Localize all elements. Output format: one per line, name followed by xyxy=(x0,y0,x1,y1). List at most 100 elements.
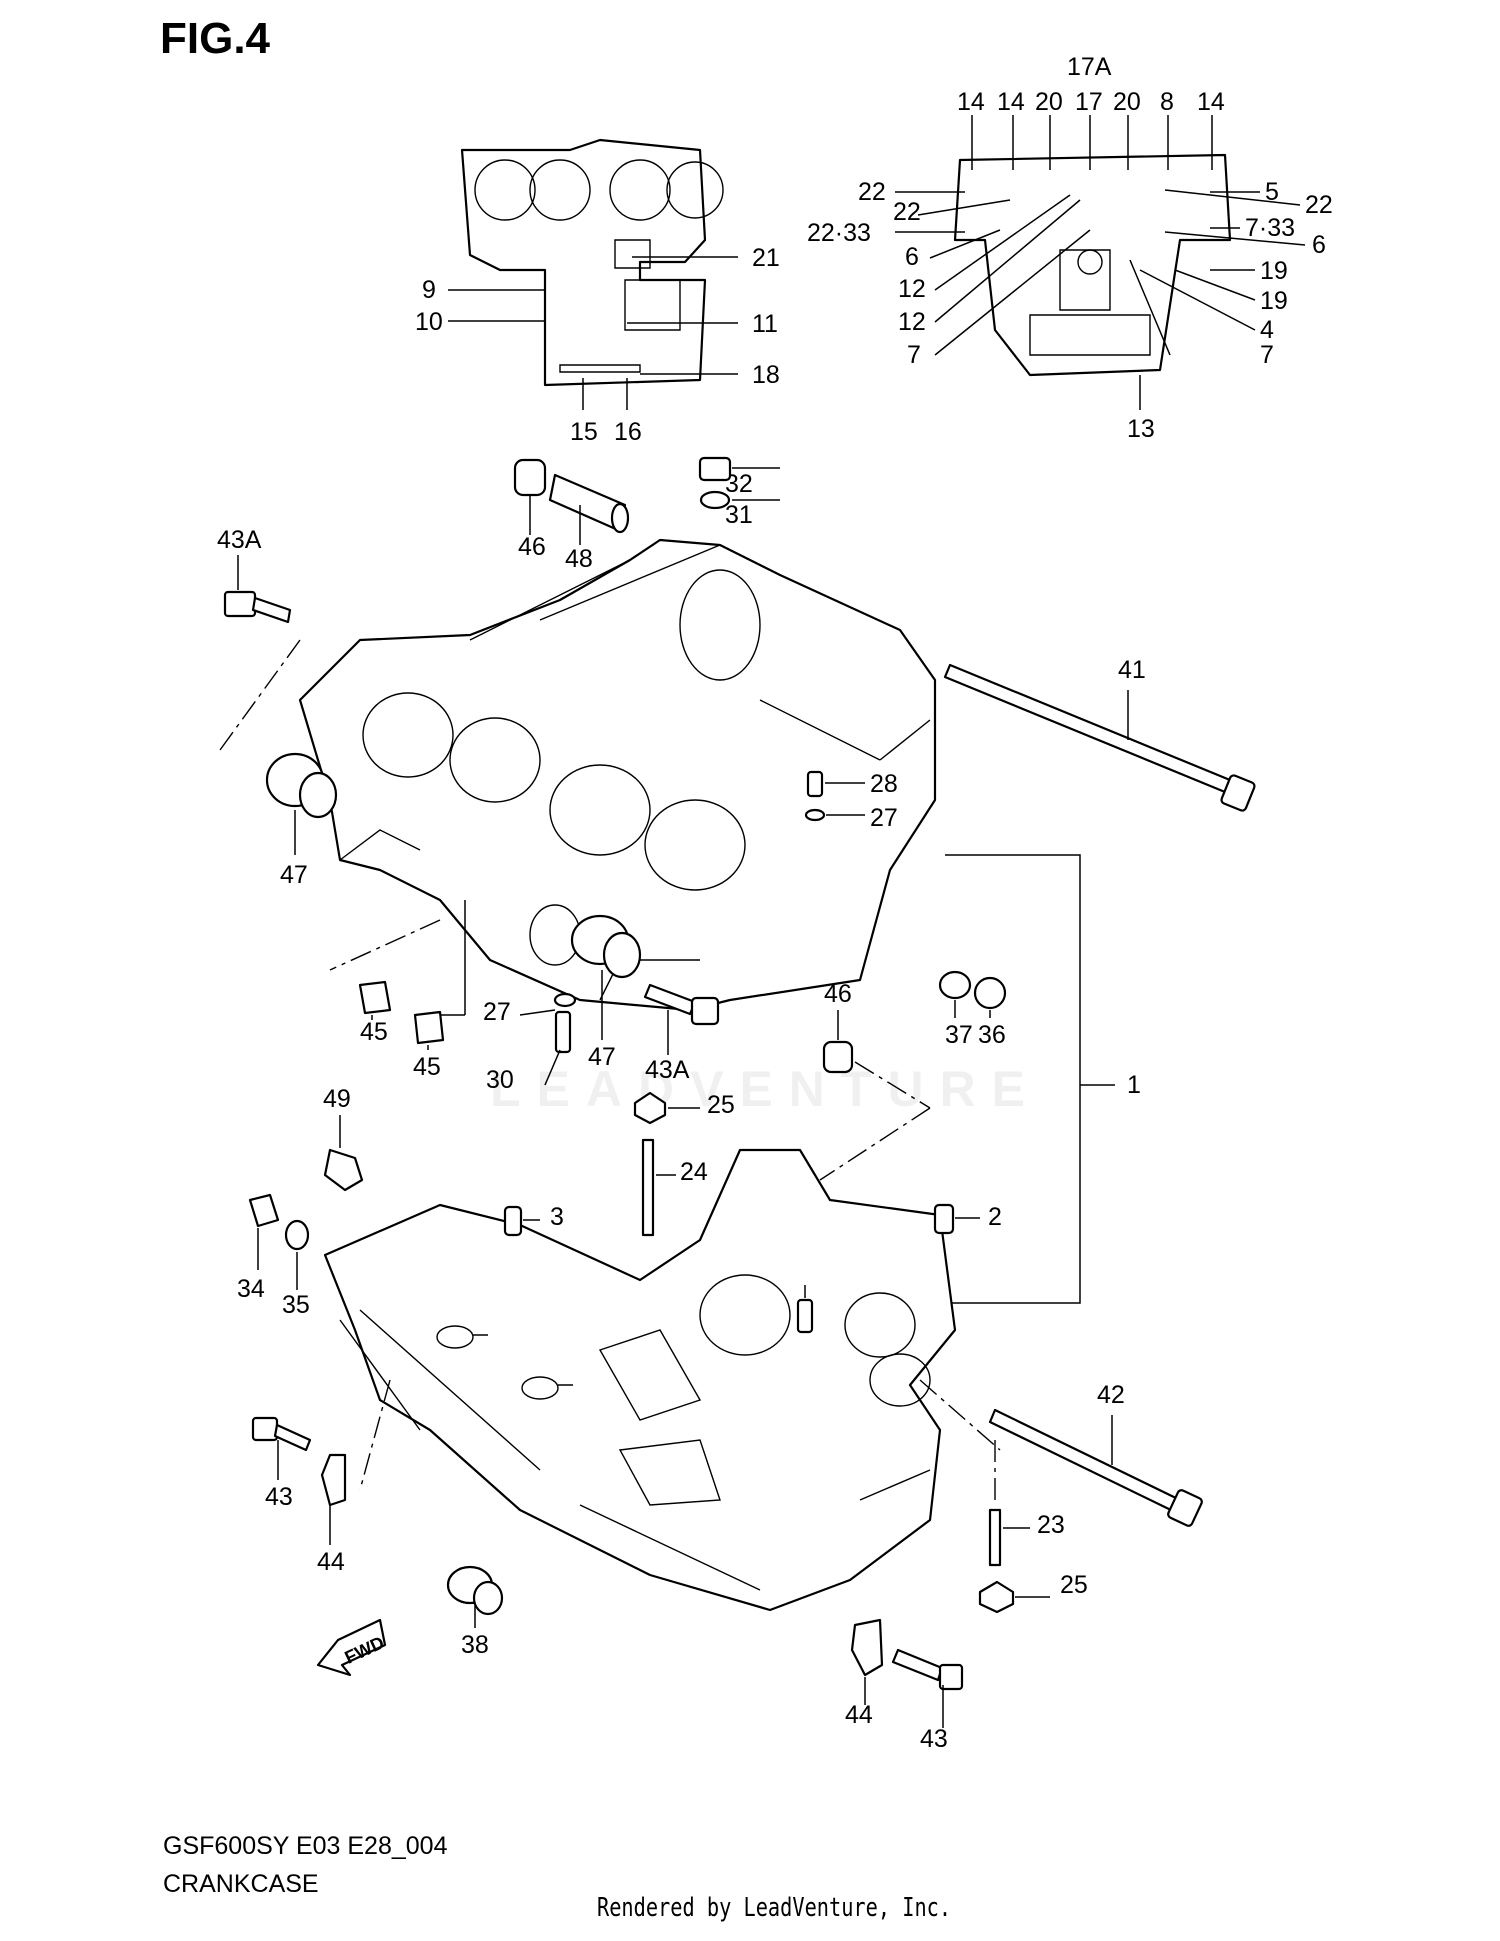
part-2-dowel xyxy=(933,1203,980,1235)
fwd-arrow-icon: FWD xyxy=(316,1618,387,1677)
inset-upper-case-view xyxy=(460,138,724,387)
part-34-35-plug-gasket xyxy=(248,1193,310,1290)
part-name: CRANKCASE xyxy=(163,1870,319,1898)
callout-6-b: 6 xyxy=(1312,231,1326,259)
callout-24: 24 xyxy=(680,1158,708,1186)
callout-14-b: 14 xyxy=(997,88,1025,116)
callout-42: 42 xyxy=(1097,1381,1125,1409)
figure-title: FIG.4 xyxy=(160,14,271,63)
callout-31: 31 xyxy=(725,501,753,529)
inset-lower-case-view xyxy=(953,153,1232,377)
part-28-jet xyxy=(806,770,865,798)
callout-6-a: 6 xyxy=(905,243,919,271)
callout-19-b: 19 xyxy=(1260,287,1288,315)
callout-22-a: 22 xyxy=(858,178,886,206)
callout-25-b: 25 xyxy=(1060,1571,1088,1599)
part-27-oring xyxy=(804,808,865,822)
part-43A-bolt-left xyxy=(219,555,301,751)
callout-43A-a: 43A xyxy=(217,526,262,554)
rendered-by-credit: Rendered by LeadVenture, Inc. xyxy=(597,1893,952,1923)
part-44-tag-right xyxy=(850,1618,884,1705)
part-49-switch xyxy=(323,1115,364,1192)
bracket-part-1 xyxy=(945,854,1115,1304)
callout-5: 5 xyxy=(1265,178,1279,206)
callout-22-c: 22 xyxy=(1305,191,1333,219)
callout-20-b: 20 xyxy=(1113,88,1141,116)
part-25-nut-upper xyxy=(633,1091,700,1125)
callout-35: 35 xyxy=(282,1291,310,1319)
part-25-nut-lower xyxy=(978,1580,1050,1614)
watermark: LEADVENTURE xyxy=(490,1061,1042,1117)
callout-43-a: 43 xyxy=(265,1483,293,1511)
callout-12-b: 12 xyxy=(898,308,926,336)
callout-4: 4 xyxy=(1260,316,1274,344)
part-24-stud xyxy=(641,1107,931,1237)
part-43-bolt-right xyxy=(891,1648,964,1728)
part-48-filter xyxy=(548,473,630,545)
callout-13: 13 xyxy=(1127,415,1155,443)
callout-37: 37 xyxy=(945,1021,973,1049)
part-47-filter-left xyxy=(265,752,441,971)
callout-21: 21 xyxy=(752,244,780,272)
part-23-stud xyxy=(988,1440,1030,1567)
callout-7-b: 7 xyxy=(1260,341,1274,369)
part-41-long-bolt xyxy=(943,663,1256,812)
model-code: GSF600SY E03 E28_004 xyxy=(163,1832,448,1860)
callout-47-a: 47 xyxy=(280,861,308,889)
part-32-plug xyxy=(698,456,780,482)
part-43-bolt-left xyxy=(251,1416,312,1480)
callout-10: 10 xyxy=(415,308,443,336)
callout-17A: 17A xyxy=(1067,53,1112,81)
callout-27-a: 27 xyxy=(870,804,898,832)
part-47-filter-center xyxy=(570,914,642,1040)
callout-44-b: 44 xyxy=(845,1701,873,1729)
callout-45-b: 45 xyxy=(413,1053,441,1081)
callout-45-a: 45 xyxy=(360,1018,388,1046)
inset-right-leaders xyxy=(895,115,1306,410)
callout-44-a: 44 xyxy=(317,1548,345,1576)
part-38-filter xyxy=(446,1565,504,1628)
upper-crankcase xyxy=(298,538,937,1012)
callout-8: 8 xyxy=(1160,88,1174,116)
part-3-dowel xyxy=(503,1205,540,1237)
callout-11: 11 xyxy=(752,310,778,338)
callout-15: 15 xyxy=(570,418,598,446)
callout-9: 9 xyxy=(422,276,436,304)
callout-28: 28 xyxy=(870,770,898,798)
callout-22-33: 22·33 xyxy=(807,219,871,247)
callout-14-a: 14 xyxy=(957,88,985,116)
part-27-30-jet-lower xyxy=(519,992,577,1086)
callout-1: 1 xyxy=(1127,1071,1141,1099)
callout-3: 3 xyxy=(550,1203,564,1231)
part-42-long-bolt xyxy=(919,1379,1203,1527)
callout-48: 48 xyxy=(565,545,593,573)
part-43A-bolt-center xyxy=(643,983,720,1055)
callout-12-a: 12 xyxy=(898,275,926,303)
callout-47-b: 47 xyxy=(588,1043,616,1071)
part-31-washer xyxy=(699,490,780,510)
callout-22-b: 22 xyxy=(893,198,921,226)
callout-38: 38 xyxy=(461,1631,489,1659)
callout-23: 23 xyxy=(1037,1511,1065,1539)
callout-2: 2 xyxy=(988,1203,1002,1231)
callout-43-b: 43 xyxy=(920,1725,948,1753)
callout-41: 41 xyxy=(1118,656,1146,684)
callout-36: 36 xyxy=(978,1021,1006,1049)
callout-30: 30 xyxy=(486,1066,514,1094)
callout-7-a: 7 xyxy=(907,341,921,369)
callout-49: 49 xyxy=(323,1085,351,1113)
callout-18: 18 xyxy=(752,361,780,389)
callout-27-b: 27 xyxy=(483,998,511,1026)
part-46-cap-upper xyxy=(513,458,547,535)
callout-25-a: 25 xyxy=(707,1091,735,1119)
part-44-tag-left xyxy=(320,1379,391,1545)
callout-43A-b: 43A xyxy=(645,1056,690,1084)
inset-left-leaders xyxy=(448,256,738,410)
callout-46-b: 46 xyxy=(824,980,852,1008)
callout-7-33: 7·33 xyxy=(1245,214,1295,242)
callout-34: 34 xyxy=(237,1275,265,1303)
callout-17: 17 xyxy=(1075,88,1103,116)
part-29-jet xyxy=(796,1285,814,1334)
callout-46-a: 46 xyxy=(518,533,546,561)
